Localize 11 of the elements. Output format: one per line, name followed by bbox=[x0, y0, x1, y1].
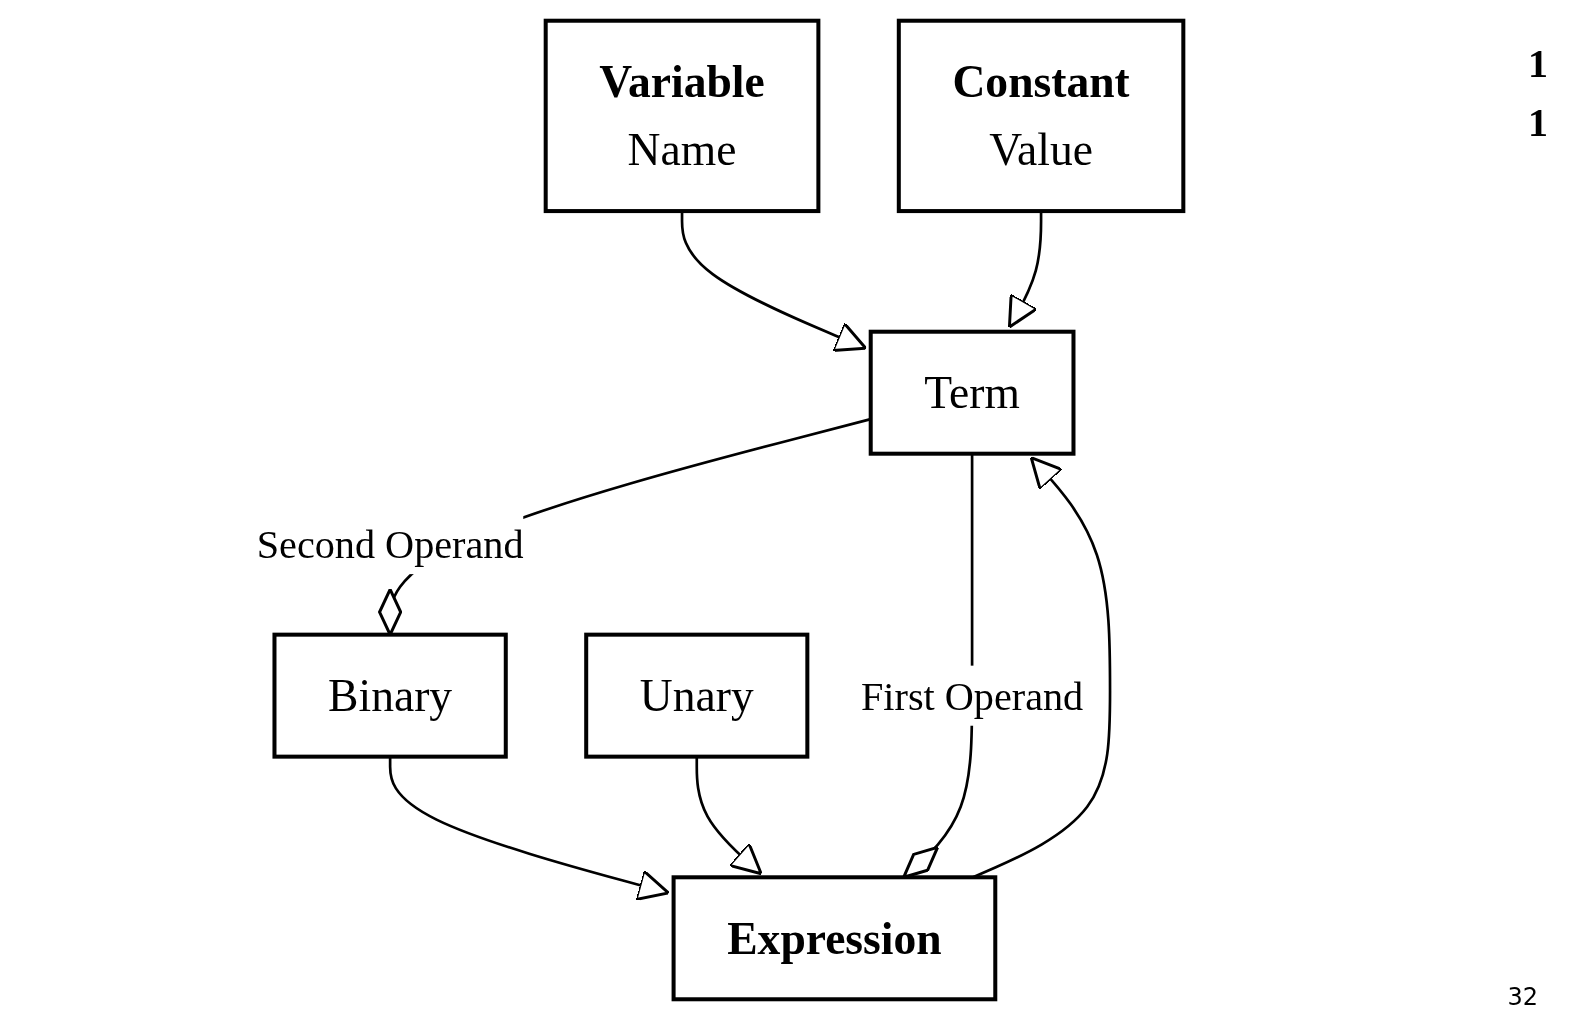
multiplicity-label: 1 bbox=[1528, 40, 1548, 87]
node-box: Binary bbox=[272, 632, 508, 759]
multiplicity-label: 1 bbox=[1528, 99, 1548, 146]
node-box: Term bbox=[868, 329, 1076, 456]
edge-label: Second Operand bbox=[256, 522, 524, 567]
page-number: 32 bbox=[1507, 983, 1538, 1011]
edge-label: First Operand bbox=[860, 673, 1084, 718]
node-box: Constant Value bbox=[896, 18, 1186, 214]
node-box: Unary bbox=[584, 632, 810, 759]
node-box: Expression bbox=[671, 875, 998, 1002]
node-box: Variable Name bbox=[543, 18, 821, 214]
